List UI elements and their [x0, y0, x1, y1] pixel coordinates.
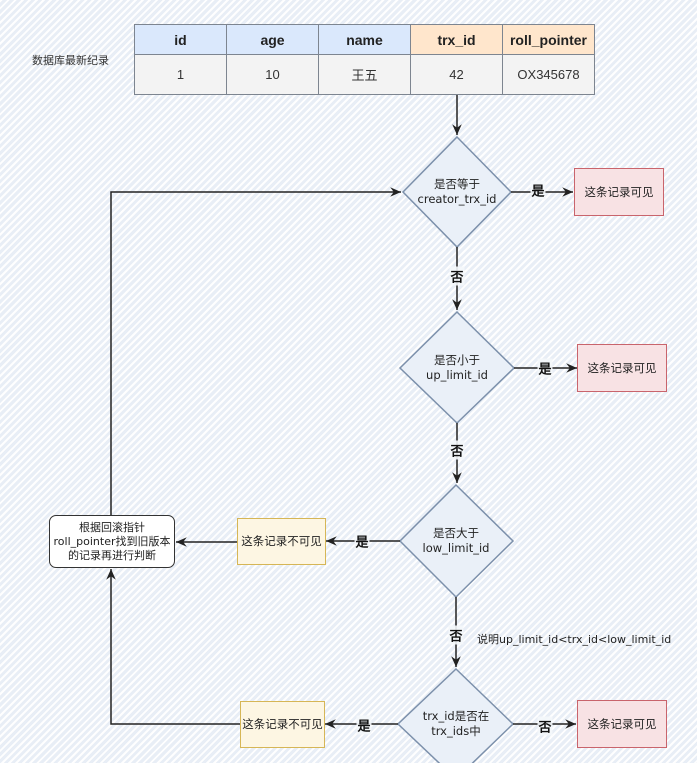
value-name: 王五 [318, 54, 411, 95]
decision-4-line-2: trx_ids中 [431, 724, 481, 738]
visible-box-3: 这条记录可见 [577, 700, 667, 748]
edge-label-no-2: 否 [449, 440, 465, 460]
rollback-line-1: 根据回滚指针 [79, 520, 145, 534]
record-table-header-row: id age name trx_id roll_pointer [134, 24, 595, 55]
edge-label-yes-1: 是 [530, 180, 546, 200]
decision-1-line-1: 是否等于 [434, 177, 480, 191]
edge-label-no-3: 否 [448, 625, 464, 645]
range-note: 说明up_limit_id<trx_id<low_limit_id [477, 633, 672, 646]
decision-3-text: 是否大于 low_limit_id [423, 526, 490, 556]
decision-1-text: 是否等于 creator_trx_id [418, 177, 497, 207]
decision-2-line-1: 是否小于 [433, 353, 480, 367]
edge-label-no-4: 否 [537, 716, 553, 736]
edge-label-no-1: 否 [449, 266, 465, 286]
decision-4-text: trx_id是否在 trx_ids中 [423, 709, 489, 739]
decision-3-line-1: 是否大于 [433, 526, 479, 540]
header-trx-id: trx_id [410, 24, 503, 55]
decision-4-line-1: trx_id是否在 [422, 709, 490, 723]
record-table-value-row: 1 10 王五 42 OX345678 [134, 54, 595, 95]
value-trx-id: 42 [410, 54, 503, 95]
invisible-box-1: 这条记录不可见 [237, 518, 326, 565]
invisible-box-2: 这条记录不可见 [240, 701, 325, 748]
decision-3-line-2: low_limit_id [422, 541, 490, 555]
header-age: age [226, 24, 319, 55]
decision-2-line-2: up_limit_id [426, 368, 488, 382]
value-age: 10 [226, 54, 319, 95]
edge-rollback-loop [110, 187, 401, 515]
header-name: name [318, 24, 411, 55]
rollback-line-3: 的记录再进行判断 [68, 548, 156, 562]
visible-box-1: 这条记录可见 [574, 168, 664, 216]
decision-2-text: 是否小于 up_limit_id [426, 353, 488, 383]
edge-label-yes-2: 是 [537, 358, 553, 378]
decision-1-line-2: creator_trx_id [417, 192, 497, 206]
decision-4-shape [396, 667, 515, 763]
rollback-pointer-box: 根据回滚指针 roll_pointer找到旧版本 的记录再进行判断 [49, 515, 175, 568]
header-roll-pointer: roll_pointer [502, 24, 595, 55]
edge-label-yes-3: 是 [354, 531, 370, 551]
edge-invisible-to-rollback-2 [106, 569, 240, 725]
value-roll-pointer: OX345678 [502, 54, 595, 95]
edge-label-yes-4: 是 [356, 715, 372, 735]
value-id: 1 [134, 54, 227, 95]
record-table: id age name trx_id roll_pointer 1 10 王五 … [134, 24, 595, 95]
header-id: id [134, 24, 227, 55]
visible-box-2: 这条记录可见 [577, 344, 667, 392]
rollback-line-2: roll_pointer找到旧版本 [53, 534, 171, 548]
latest-record-label: 数据库最新纪录 [32, 54, 109, 67]
